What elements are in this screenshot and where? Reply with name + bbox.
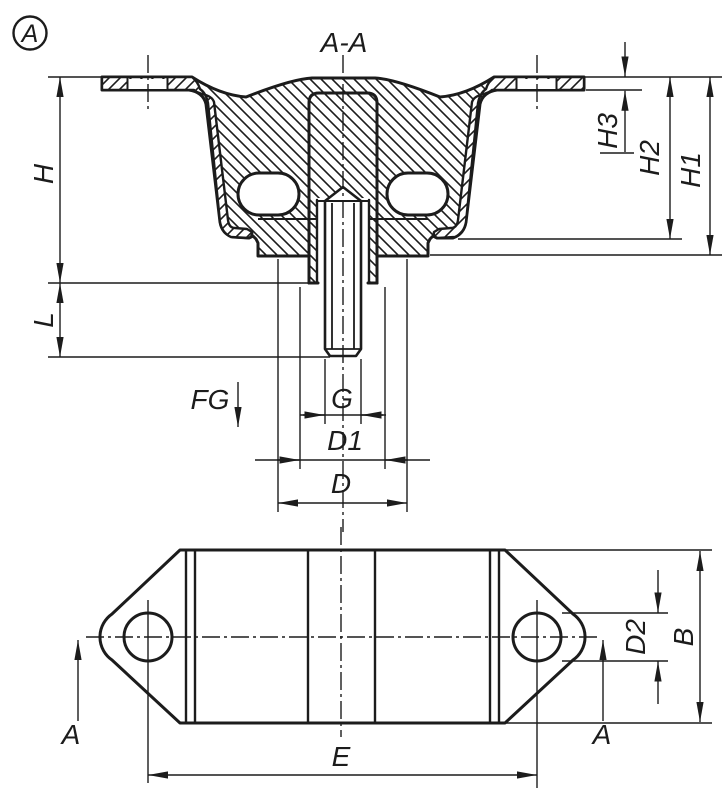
dim-B: B bbox=[668, 551, 704, 722]
dim-G: G bbox=[300, 383, 386, 419]
section-cut-left-label: A bbox=[60, 719, 81, 750]
dim-label-fg: FG bbox=[191, 384, 230, 415]
dim-label-d2: D2 bbox=[620, 619, 651, 655]
plan-view: E D2 B A A bbox=[60, 527, 712, 788]
detail-marker-letter: A bbox=[20, 20, 39, 48]
section-view: H L H3 H2 H1 FG G bbox=[12, 15, 722, 532]
section-cut-left: A bbox=[60, 640, 82, 750]
dim-label-h2: H2 bbox=[634, 140, 665, 176]
dim-label-h3: H3 bbox=[592, 113, 623, 149]
dim-label-h1: H1 bbox=[675, 152, 706, 188]
dim-H3: H3 bbox=[592, 42, 634, 154]
dim-label-b: B bbox=[668, 628, 699, 647]
dim-H: H bbox=[28, 77, 64, 283]
dim-H1: H1 bbox=[675, 77, 714, 255]
dim-label-d1: D1 bbox=[327, 425, 363, 456]
dim-label-g: G bbox=[331, 383, 353, 414]
dim-label-h: H bbox=[28, 163, 59, 184]
detail-marker-circle bbox=[12, 15, 48, 51]
section-cut-right-label: A bbox=[591, 719, 612, 750]
dim-D1: D1 bbox=[255, 425, 430, 464]
dim-D2: D2 bbox=[620, 570, 662, 704]
detail-view-marker: A bbox=[12, 15, 48, 51]
shell-band-left bbox=[100, 75, 254, 240]
section-cut-right: A bbox=[591, 640, 612, 750]
dim-D: D bbox=[278, 468, 407, 507]
dim-E: E bbox=[148, 741, 537, 779]
dim-label-e: E bbox=[332, 741, 351, 772]
cavity-left bbox=[236, 171, 301, 217]
extension-lines-section bbox=[48, 76, 722, 512]
dim-label-d: D bbox=[331, 468, 351, 499]
extension-lines-plan bbox=[505, 549, 712, 724]
dim-FG: FG bbox=[191, 382, 242, 427]
dim-L: L bbox=[28, 283, 64, 357]
cavity-right bbox=[385, 171, 450, 217]
dim-H2: H2 bbox=[634, 77, 674, 239]
dim-label-l: L bbox=[28, 312, 59, 328]
section-title: A-A bbox=[319, 27, 368, 58]
shell-band-right bbox=[432, 75, 586, 240]
